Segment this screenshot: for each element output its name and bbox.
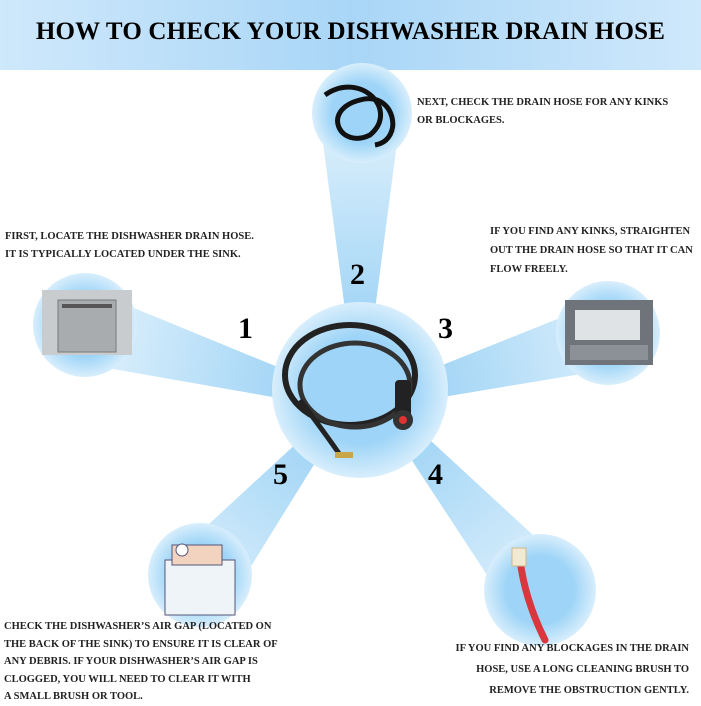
text-line: A SMALL BRUSH OR TOOL. (4, 691, 143, 702)
hose-inside-image (565, 300, 653, 365)
ray-2 (320, 120, 400, 310)
step-5-text: CHECK THE DISHWASHER’S AIR GAP (LOCATED … (4, 618, 278, 706)
text-line: THE BACK OF THE SINK) TO ENSURE IT IS CL… (4, 638, 278, 650)
step-4-number: 4 (428, 458, 443, 491)
text-line: IT IS TYPICALLY LOCATED UNDER THE SINK. (5, 249, 241, 260)
text-line: FLOW FREELY. (490, 264, 568, 275)
step-2-number: 2 (350, 258, 365, 291)
text-line: REMOVE THE OBSTRUCTION GENTLY. (489, 685, 689, 696)
text-line: CLOGGED, YOU WILL NEED TO CLEAR IT WITH (4, 673, 251, 685)
step-4-text: IF YOU FIND ANY BLOCKAGES IN THE DRAIN H… (456, 638, 689, 701)
text-line: ANY DEBRIS. IF YOUR DISHWASHER’S AIR GAP… (4, 656, 258, 667)
step-2-text: NEXT, CHECK THE DRAIN HOSE FOR ANY KINKS… (417, 94, 668, 130)
dishwasher-image (42, 290, 132, 355)
ray-1 (90, 290, 290, 400)
step-1-number: 1 (238, 312, 253, 345)
kinked-hose-image (323, 84, 396, 148)
drain-hose-image (282, 322, 418, 458)
text-line: IF YOU FIND ANY BLOCKAGES IN THE DRAIN (455, 643, 689, 654)
header-band (0, 0, 701, 70)
cleaning-brush-image (511, 547, 549, 644)
text-line: FIRST, LOCATE THE DISHWASHER DRAIN HOSE. (5, 231, 254, 242)
cleaning-dishwasher-image (164, 543, 236, 616)
text-line: OUT THE DRAIN HOSE SO THAT IT CAN (490, 245, 693, 256)
text-line: CHECK THE DISHWASHER’S AIR GAP (LOCATED … (4, 621, 272, 632)
text-line: OR BLOCKAGES. (417, 115, 505, 126)
step-5-number: 5 (273, 458, 288, 491)
step-3-number: 3 (438, 312, 453, 345)
text-line: IF YOU FIND ANY KINKS, STRAIGHTEN (490, 226, 691, 237)
step-3-text: IF YOU FIND ANY KINKS, STRAIGHTEN OUT TH… (490, 222, 693, 279)
page-title: HOW TO CHECK YOUR DISHWASHER DRAIN HOSE (35, 18, 666, 45)
text-line: NEXT, CHECK THE DRAIN HOSE FOR ANY KINKS (417, 97, 669, 108)
step-1-text: FIRST, LOCATE THE DISHWASHER DRAIN HOSE.… (5, 228, 254, 264)
step-2-circle (312, 63, 412, 163)
text-line: HOSE, USE A LONG CLEANING BRUSH TO (476, 664, 689, 675)
